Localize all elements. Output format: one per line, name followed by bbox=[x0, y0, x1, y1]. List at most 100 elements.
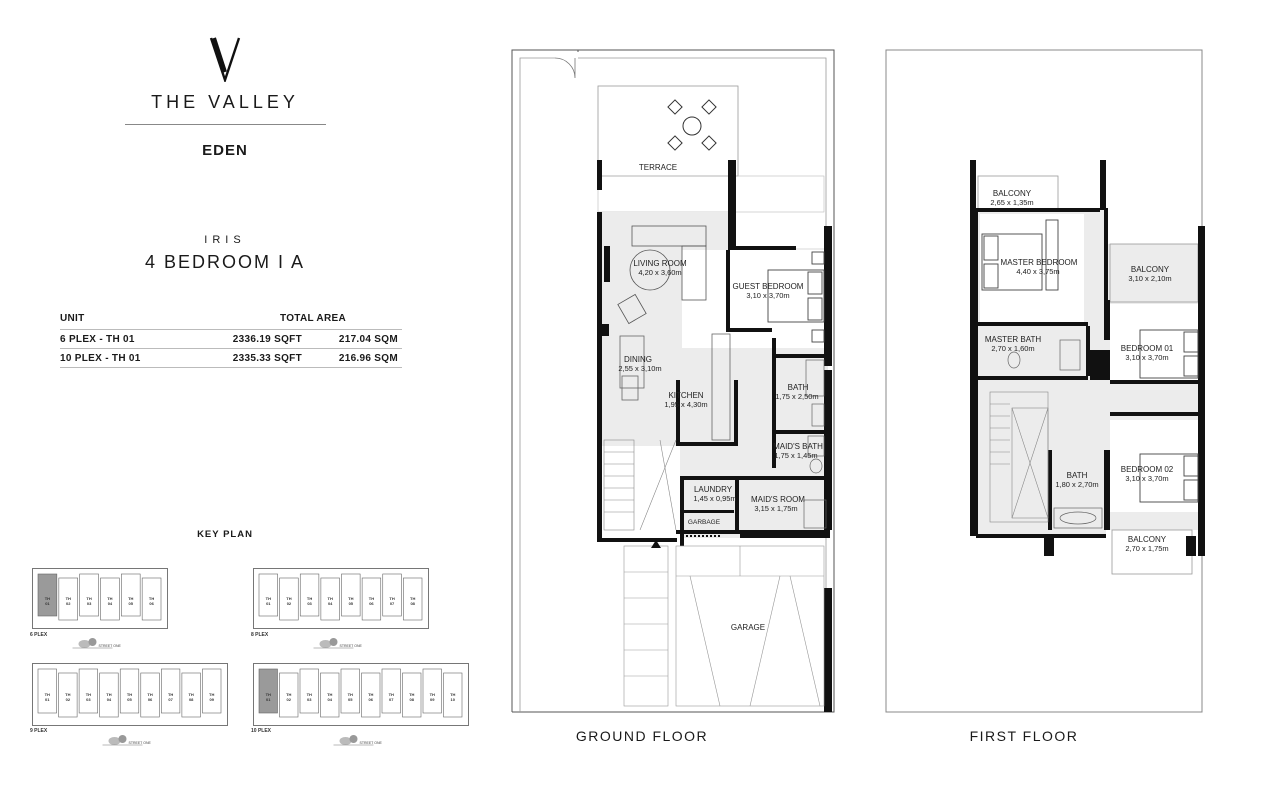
key-plan-unit bbox=[320, 672, 340, 718]
room-dims-laundry: 1,45 x 0,95m bbox=[693, 494, 736, 503]
room-dims-master-bath: 2,70 x 1,60m bbox=[991, 344, 1034, 353]
room-dims-bath: 1,75 x 2,50m bbox=[775, 392, 818, 401]
key-plan-unit bbox=[99, 672, 119, 718]
area-table-header: UNIT TOTAL AREA bbox=[60, 311, 402, 330]
key-plan-unit-label: TH bbox=[368, 692, 373, 697]
key-plan-unit-label: TH bbox=[348, 596, 353, 601]
key-plan-unit bbox=[202, 668, 222, 714]
key-plan-unit bbox=[279, 577, 299, 621]
staircase bbox=[603, 439, 677, 531]
key-plan-unit-number: 01 bbox=[45, 697, 50, 702]
key-plan-unit-number: 08 bbox=[410, 601, 415, 606]
key-plan-3: TH01TH02TH03TH04TH05TH06TH07TH08TH09STRE… bbox=[32, 663, 228, 746]
room-label-master-bath: MASTER BATH bbox=[985, 335, 1042, 344]
key-plan-unit bbox=[381, 668, 401, 714]
key-plan-unit-number: 03 bbox=[307, 697, 312, 702]
key-plan-unit-label: TH bbox=[307, 596, 312, 601]
key-plan-4: TH01TH02TH03TH04TH05TH06TH07TH08TH09TH10… bbox=[253, 663, 469, 746]
key-plan-unit-number: 06 bbox=[369, 697, 374, 702]
key-plan-unit-label: TH bbox=[45, 692, 50, 697]
room-dims-bath: 1,80 x 2,70m bbox=[1055, 480, 1098, 489]
key-plan-unit-label: TH bbox=[328, 596, 333, 601]
key-plan-unit-label: TH bbox=[286, 596, 291, 601]
entry-arrow-icon bbox=[651, 540, 661, 548]
unit-type-name: IRIS bbox=[204, 234, 246, 246]
key-plan-label: 9 PLEX bbox=[30, 728, 48, 734]
area-table: UNIT TOTAL AREA 6 PLEX - TH 01 2336.19 S… bbox=[60, 311, 402, 368]
brand-name: THE VALLEY bbox=[151, 92, 299, 112]
key-plan-unit bbox=[119, 668, 140, 714]
key-plan-unit-number: 08 bbox=[189, 697, 194, 702]
key-plan-unit-number: 01 bbox=[266, 601, 271, 606]
key-plan-unit-number: 05 bbox=[129, 601, 134, 606]
room-label-balcony-bottom: BALCONY bbox=[1128, 535, 1167, 544]
room-label-terrace: TERRACE bbox=[639, 163, 677, 172]
key-plan-unit bbox=[340, 668, 360, 714]
ground-floor-label: GROUND FLOOR bbox=[575, 728, 709, 744]
key-plan-unit-label: TH bbox=[147, 692, 152, 697]
key-plan-frame bbox=[32, 663, 228, 726]
key-plan-label: 10 PLEX bbox=[251, 728, 272, 734]
room-dims-balcony-top: 2,65 x 1,35m bbox=[990, 198, 1033, 207]
room-label-guest: GUEST BEDROOM bbox=[733, 282, 804, 291]
key-plan-unit bbox=[299, 668, 319, 714]
terrace-table-icon bbox=[667, 99, 717, 151]
room-label-maids-room: MAID'S ROOM bbox=[751, 495, 805, 504]
key-plan-unit bbox=[382, 573, 402, 617]
key-plan-unit-label: TH bbox=[106, 692, 111, 697]
key-plan-unit-number: 08 bbox=[410, 697, 415, 702]
street-label: STREET ONE bbox=[340, 644, 363, 648]
row-sqft: 2336.19 SQFT bbox=[232, 334, 302, 345]
room-dims-balcony-bottom: 2,70 x 1,75m bbox=[1125, 544, 1168, 553]
key-plan-unit-number: 05 bbox=[127, 697, 132, 702]
row-unit: 10 PLEX - TH 01 bbox=[60, 353, 141, 364]
key-plan-unit bbox=[141, 577, 162, 621]
key-plan-unit-label: TH bbox=[410, 596, 415, 601]
key-plan-unit-label: TH bbox=[86, 692, 91, 697]
room-dims-dining: 2,55 x 3,10m bbox=[618, 364, 661, 373]
key-plan-unit-label: TH bbox=[149, 596, 154, 601]
key-plan-unit-number: 02 bbox=[66, 697, 71, 702]
key-plan-unit bbox=[140, 672, 160, 718]
key-plan-unit-number: 05 bbox=[349, 601, 354, 606]
key-plan-unit bbox=[37, 573, 58, 617]
room-label-bedroom1: BEDROOM 01 bbox=[1121, 344, 1174, 353]
room-dims-bedroom1: 3,10 x 3,70m bbox=[1125, 353, 1168, 362]
bed-icon bbox=[1139, 329, 1199, 379]
key-plan-unit bbox=[121, 573, 141, 617]
key-plan-unit-label: TH bbox=[188, 692, 193, 697]
key-plan-unit-label: TH bbox=[369, 596, 374, 601]
ground-floor-plan: TERRACE LIVING ROOM 4,20 x 3,60m GUEST B… bbox=[511, 49, 835, 713]
room-label-balcony-top: BALCONY bbox=[993, 189, 1032, 198]
key-plan-unit bbox=[402, 672, 422, 718]
row-sqm: 217.04 SQM bbox=[338, 334, 398, 345]
key-plan-unit-number: 03 bbox=[307, 601, 312, 606]
key-plan-unit-number: 06 bbox=[148, 697, 153, 702]
key-plan-unit-label: TH bbox=[209, 692, 214, 697]
room-label-bedroom2: BEDROOM 02 bbox=[1121, 465, 1174, 474]
key-plan-unit-label: TH bbox=[86, 596, 91, 601]
key-plan-unit-number: 04 bbox=[328, 601, 333, 606]
room-label-living: LIVING ROOM bbox=[633, 259, 687, 268]
street-marker-icon bbox=[72, 638, 113, 649]
key-plan-unit bbox=[443, 672, 463, 718]
key-plan-unit-label: TH bbox=[389, 692, 394, 697]
key-plan-unit-number: 06 bbox=[149, 601, 154, 606]
brand-subtitle: EDEN bbox=[202, 142, 248, 159]
room-dims-bedroom2: 3,10 x 3,70m bbox=[1125, 474, 1168, 483]
header-total-area: TOTAL AREA bbox=[280, 313, 346, 324]
key-plan-unit bbox=[361, 672, 381, 718]
key-plan-unit-number: 10 bbox=[451, 697, 456, 702]
key-plan-unit bbox=[279, 672, 299, 718]
staircase bbox=[989, 391, 1049, 523]
bed-icon bbox=[981, 219, 1059, 291]
key-plan-unit-number: 02 bbox=[287, 601, 292, 606]
key-plan-unit bbox=[100, 577, 120, 621]
key-plan-unit bbox=[299, 573, 320, 617]
room-label-garage: GARAGE bbox=[731, 623, 765, 632]
room-dims-balcony-right: 3,10 x 2,10m bbox=[1128, 274, 1171, 283]
first-floor-label: FIRST FLOOR bbox=[969, 728, 1079, 744]
key-plan-unit-label: TH bbox=[450, 692, 455, 697]
street-label: STREET ONE bbox=[129, 741, 152, 745]
